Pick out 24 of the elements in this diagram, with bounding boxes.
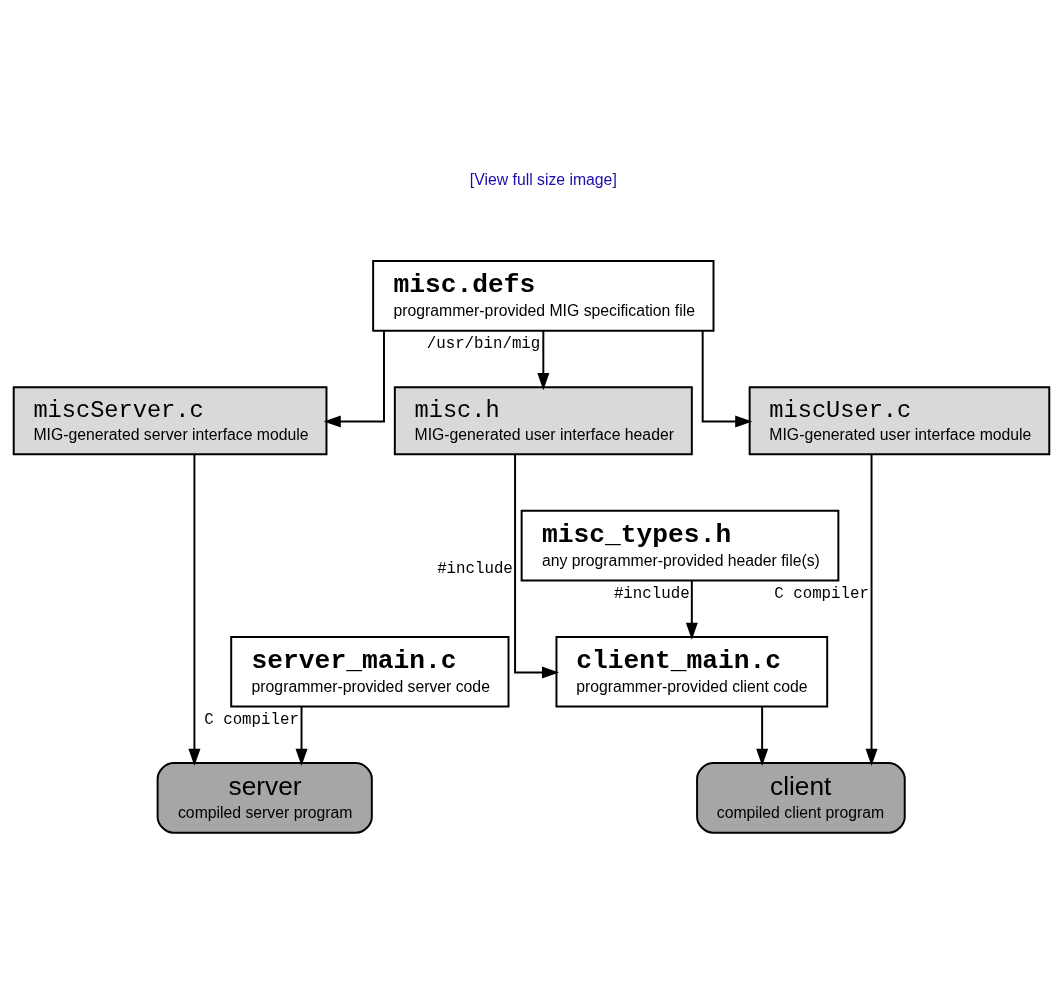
edge-label: C compiler [204,710,299,729]
node-box: client_main.c programmer-provided client code [555,635,829,708]
node-box: miscServer.c MIG-generated server interface module [12,386,328,456]
label: [View full size image] [469,170,617,188]
edge-label: /usr/bin/mig [426,335,541,354]
edge-label: C compiler [774,584,869,603]
node-box: misc.defs programmer-provided MIG specification file [372,260,715,332]
node-box: misc.h MIG-generated user interface header [393,386,693,456]
edge-label: #include [437,560,513,579]
node-box: server compiled server program [156,762,373,834]
arrow [295,705,308,766]
arrow [323,329,385,428]
arrow [865,453,878,766]
node-box: misc_types.h any programmer-provided header file(s) [520,509,840,582]
node-box: client compiled client program [696,762,906,834]
arrow [756,705,769,766]
arrow [188,453,201,766]
node-box: miscUser.c MIG-generated user interface module [748,386,1051,456]
arrow [537,330,550,391]
node-box: server_main.c programmer-provided server code [230,635,510,708]
arrow [701,329,753,428]
edge-label: #include [613,584,690,603]
arrow [685,579,698,640]
arrow [514,453,560,679]
